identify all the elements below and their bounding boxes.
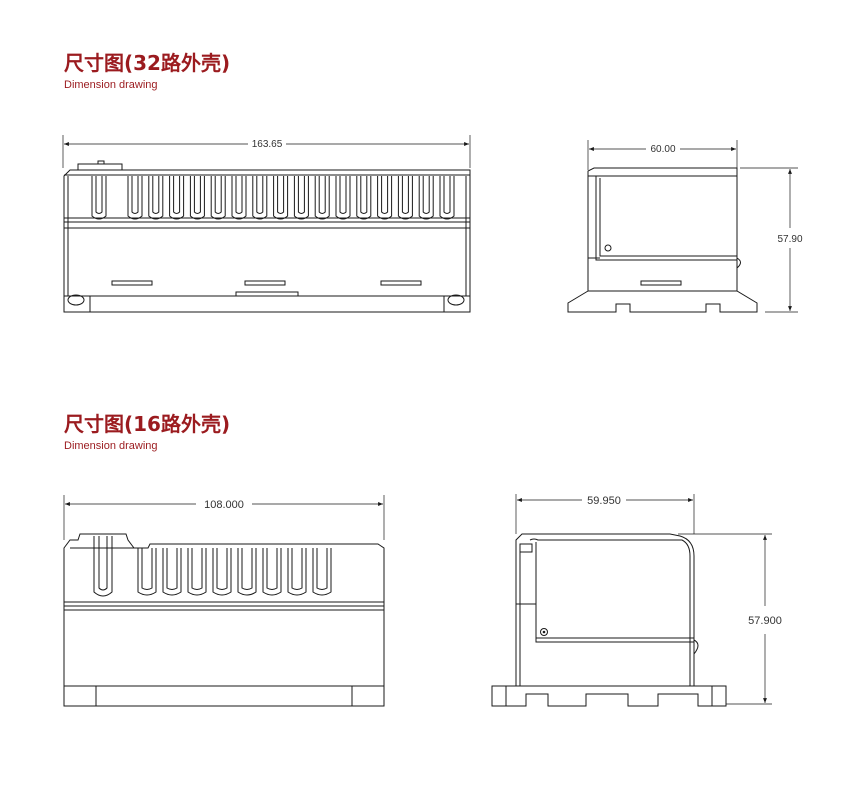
dim-side-height-32: 57.90 (777, 234, 802, 245)
front-view-32: 163.65 (62, 135, 471, 313)
fin-32-16 (439, 176, 455, 220)
fin-32-15 (418, 176, 434, 220)
fin-32-7-inner (256, 176, 264, 214)
fin-32-7 (252, 176, 268, 220)
fin-32-10 (314, 176, 330, 220)
fin-32-11-inner (339, 176, 347, 214)
side-view-32: 60.00 57.90 (567, 140, 803, 313)
fin-16-8 (312, 548, 332, 596)
fin-16-7-inner (291, 548, 303, 590)
dim-side-height-16: 57.900 (748, 615, 782, 627)
fin-32-6 (231, 176, 247, 220)
section-16-title: 尺寸图(16路外壳) (64, 412, 231, 436)
fin-16-6-inner (266, 548, 278, 590)
section-16-subtitle: Dimension drawing (64, 440, 158, 452)
fin-32-5 (210, 176, 226, 220)
fin-32-1-inner (131, 176, 139, 214)
fin-16-4 (212, 548, 232, 596)
fin-32-6-inner (235, 176, 243, 214)
dim-side-width-16: 59.950 (587, 495, 621, 507)
fin-32-1 (127, 176, 143, 220)
fin-32-11 (335, 176, 351, 220)
fin-16-2 (162, 548, 182, 596)
front-view-16: 108.000 (63, 495, 385, 707)
fin-16-8-inner (316, 548, 328, 590)
fin-16-1-inner (141, 548, 153, 590)
fin-32-9-inner (297, 176, 305, 214)
fin-16-1 (137, 548, 157, 596)
dim-front-width-32: 163.65 (252, 139, 283, 150)
front-32-fins (91, 176, 107, 220)
fin-32-8-inner (277, 176, 285, 214)
fin-32-8 (273, 176, 289, 220)
fin-32-3 (169, 176, 185, 220)
fin-16-5-inner (241, 548, 253, 590)
fin-32-14 (397, 176, 413, 220)
fin-32-13-inner (381, 176, 389, 214)
section-32-subtitle: Dimension drawing (64, 79, 158, 91)
fin-32-5-inner (214, 176, 222, 214)
fin-16-7 (287, 548, 307, 596)
fin-32-12-inner (360, 176, 368, 214)
fin-16-3 (187, 548, 207, 596)
fin-32-10-inner (318, 176, 326, 214)
fin-32-13 (377, 176, 393, 220)
fin-32-9 (293, 176, 309, 220)
dim-side-width-32: 60.00 (650, 144, 675, 155)
fin-16-6 (262, 548, 282, 596)
fin-16-5 (237, 548, 257, 596)
fin-32-2 (148, 176, 164, 220)
dim-front-width-16: 108.000 (204, 499, 244, 511)
fin-32-4-inner (193, 176, 201, 214)
fin-32-14-inner (401, 176, 409, 214)
fin-32-3-inner (173, 176, 181, 214)
fin-16-4-inner (216, 548, 228, 590)
side-view-16: 59.950 57.900 (491, 494, 782, 707)
fin-32-4 (189, 176, 205, 220)
fin-16-2-inner (166, 548, 178, 590)
fin-32-12 (356, 176, 372, 220)
section-32-title: 尺寸图(32路外壳) (64, 51, 231, 75)
fin-16-3-inner (191, 548, 203, 590)
fin-32-15-inner (422, 176, 430, 214)
fin-32-2-inner (152, 176, 160, 214)
fin-32-16-inner (443, 176, 451, 214)
